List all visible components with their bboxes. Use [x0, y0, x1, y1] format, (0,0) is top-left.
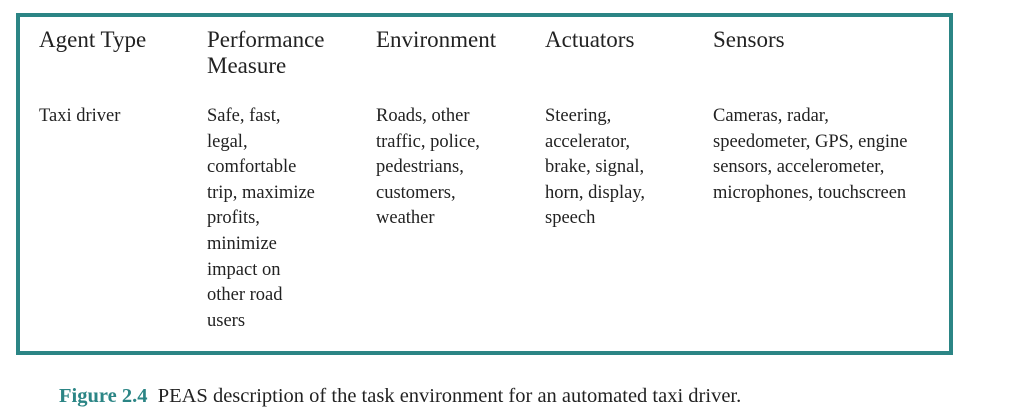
header-agent-type: Agent Type	[39, 27, 147, 52]
cell-actuators: Steering, accelerator, brake, signal, ho…	[545, 106, 646, 229]
cell-agent-type: Taxi driver	[39, 106, 121, 126]
figure-label: Figure 2.4	[59, 385, 148, 407]
figure-caption: Figure 2.4 PEAS description of the task …	[59, 383, 741, 409]
cell-performance-measure: Safe, fast, legal, comfortable trip, max…	[207, 106, 315, 331]
cell-environment: Roads, other traffic, police, pedestrian…	[376, 106, 480, 229]
cell-sensors: Cameras, radar, speedometer, GPS, engine…	[713, 106, 908, 203]
header-sensors: Sensors	[713, 27, 785, 52]
peas-table-frame: Agent Type Performance Measure Environme…	[16, 13, 953, 355]
header-actuators: Actuators	[545, 27, 635, 52]
figure-caption-text: PEAS description of the task environment…	[157, 385, 742, 407]
header-performance-measure: Performance Measure	[207, 27, 325, 78]
header-environment: Environment	[376, 27, 497, 52]
